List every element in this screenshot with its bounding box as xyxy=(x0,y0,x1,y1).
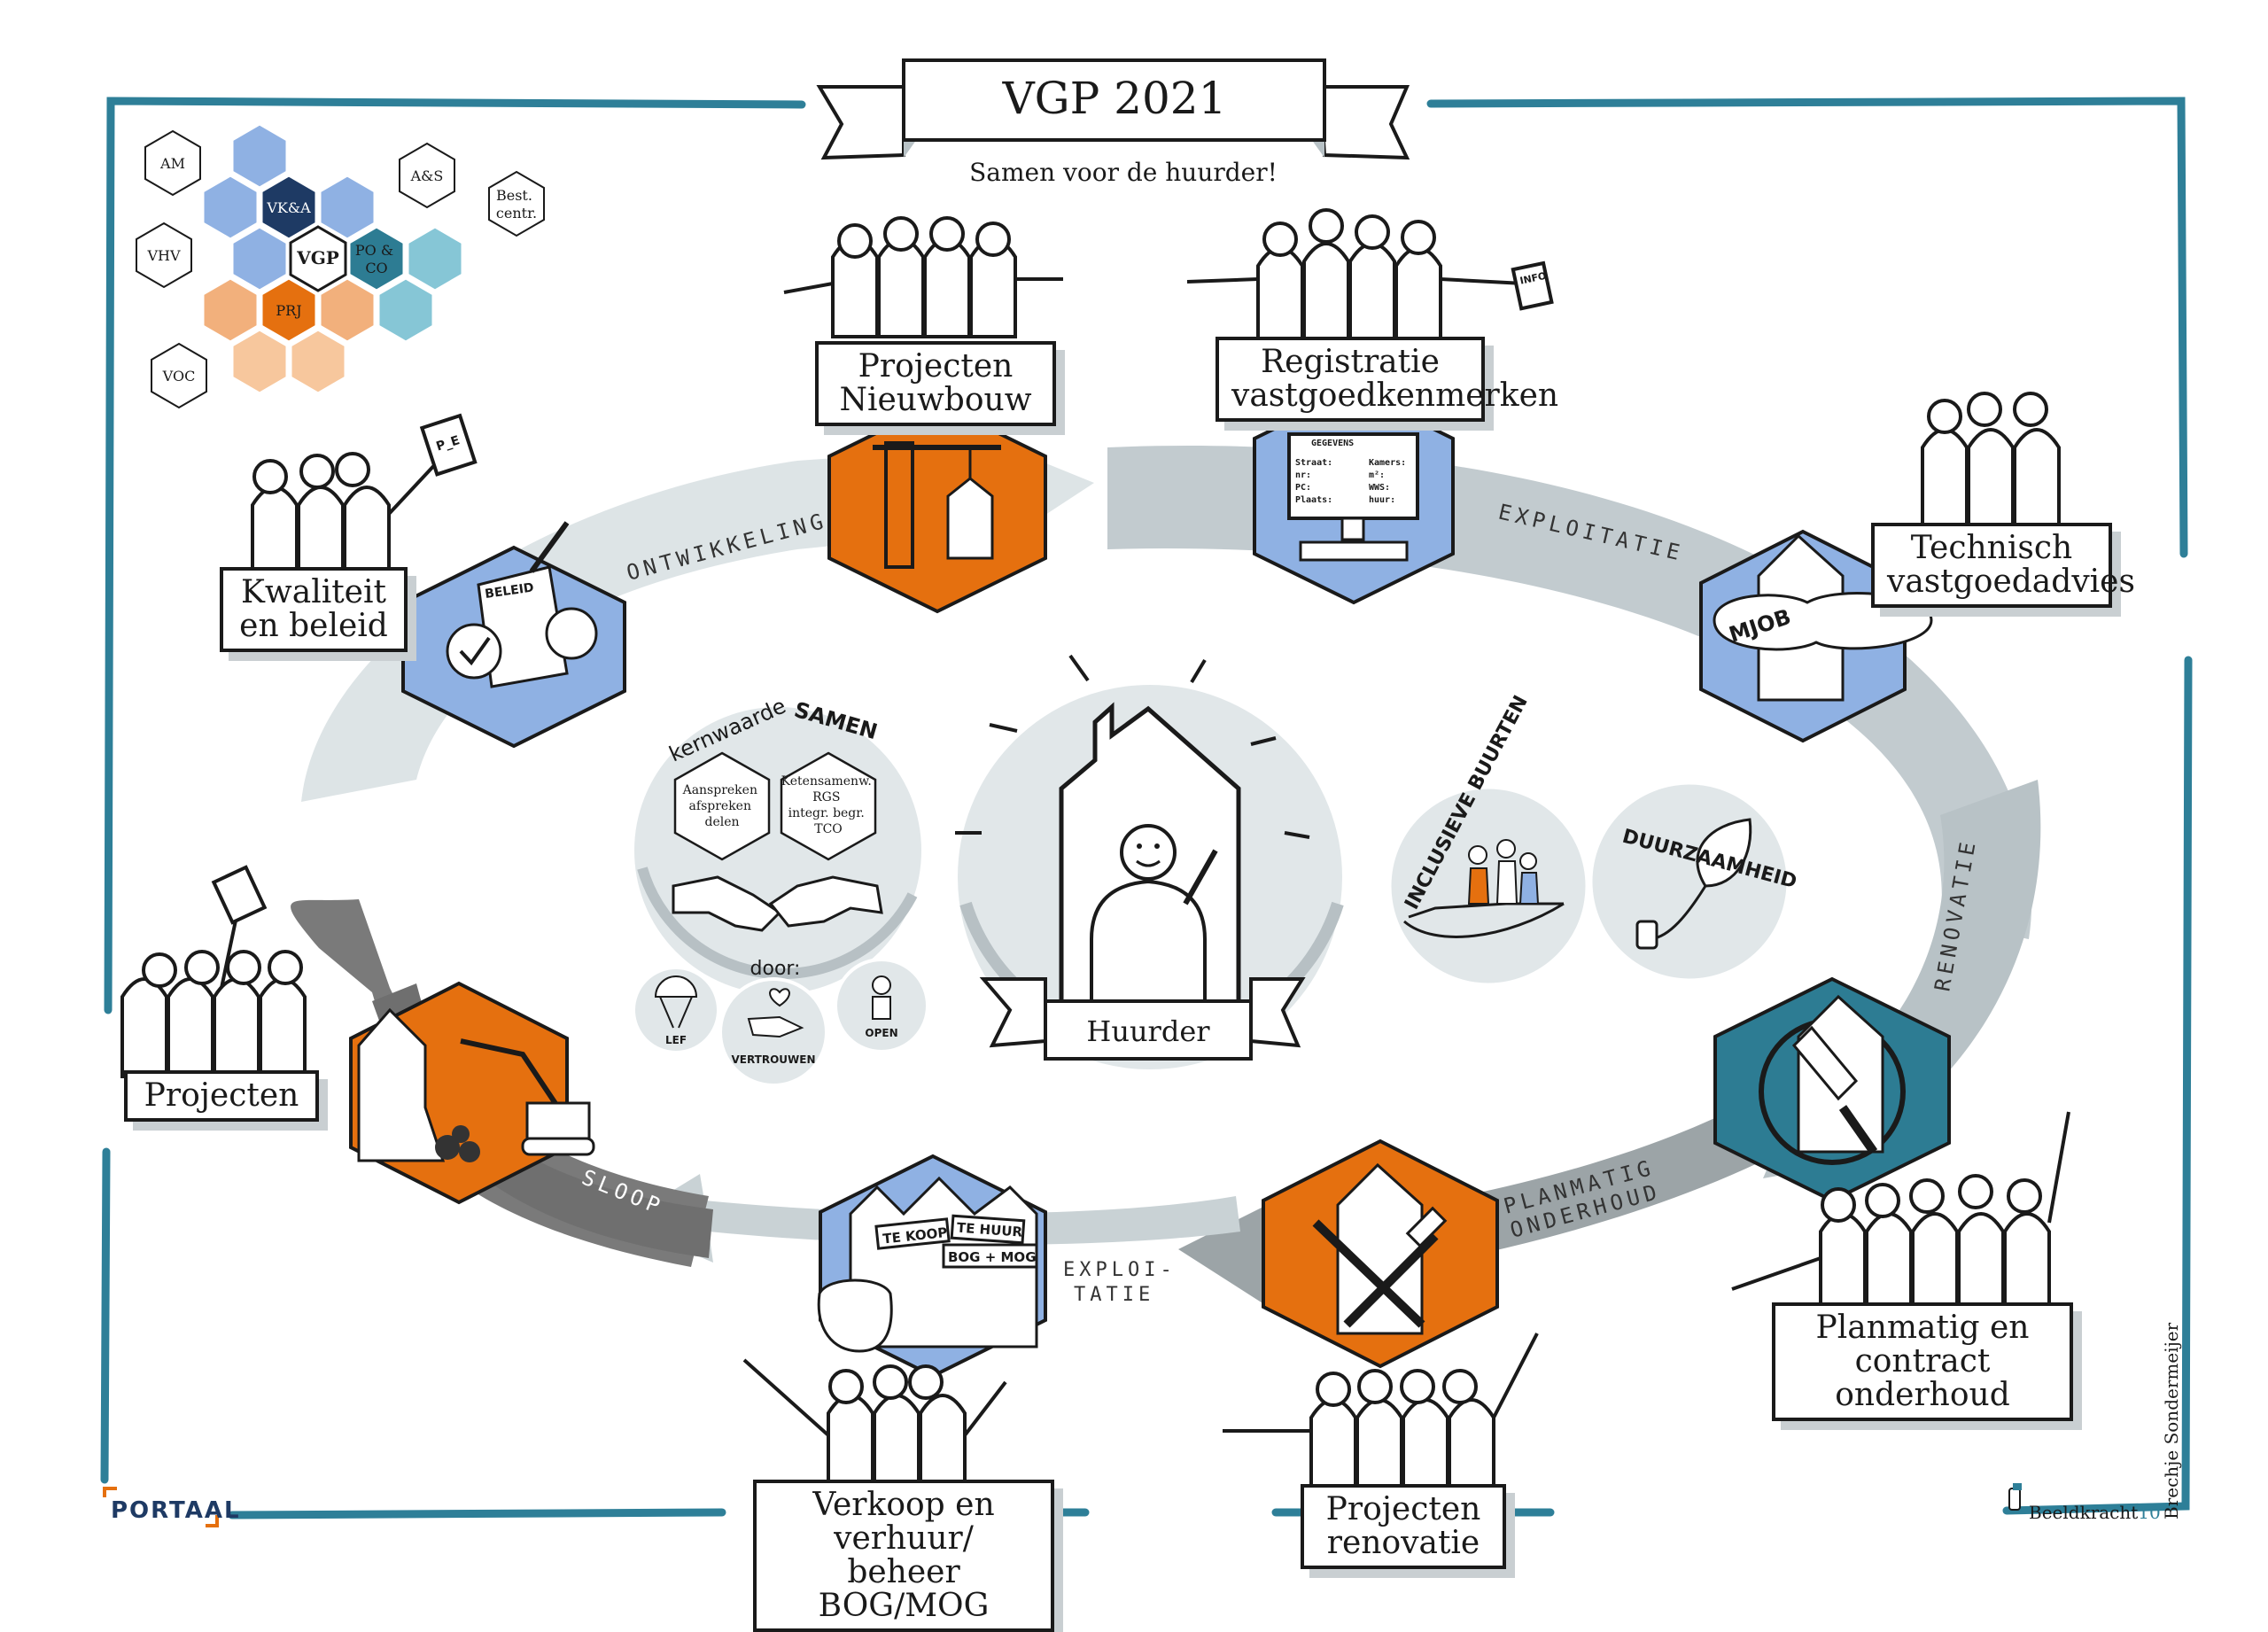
page-title: VGP 2021 xyxy=(1002,73,1227,124)
page-frame xyxy=(100,97,2193,1519)
hex-registratie xyxy=(1253,387,1455,605)
aanspreken-line-3: delen xyxy=(704,815,739,829)
people-renovatie xyxy=(1223,1333,1539,1499)
te-huur-sign: TE HUUR xyxy=(956,1220,1023,1240)
hex-renovatie-cycle xyxy=(1713,976,1951,1203)
hex-verkoop xyxy=(817,1154,1047,1379)
sparkle-lines xyxy=(955,654,1310,839)
team-label-kwaliteit: Kwaliteit en beleid xyxy=(220,567,408,652)
org-cell-am: AM xyxy=(159,155,185,172)
gegevens-right-1: Kamers: xyxy=(1369,458,1406,468)
value-circles xyxy=(632,958,929,1087)
gegevens-right-4: huur: xyxy=(1369,495,1395,505)
arrow-sloop xyxy=(291,899,709,1267)
huurder-ribbon xyxy=(979,977,1306,1061)
team-label-verkoop: Verkoop en verhuur/ beheer BOG/MOG xyxy=(753,1480,1054,1632)
org-honeycomb xyxy=(201,122,464,395)
title-banner xyxy=(816,58,1410,160)
aanspreken-line-2: afspreken xyxy=(689,799,751,813)
gegevens-right-fields: Kamers: m²: WWS: huur: xyxy=(1369,458,1411,505)
duurzaamheid-circle xyxy=(1588,780,1791,983)
hex-ketensamenwerking: Ketensamenw. RGS integr. begr. TCO xyxy=(781,774,876,836)
gegevens-title: GEGEVENS xyxy=(1311,439,1354,448)
value-lef: LEF xyxy=(665,1034,687,1046)
keten-line-1: Ketensamenw. xyxy=(781,774,872,789)
gegevens-right-3: WWS: xyxy=(1369,483,1390,493)
hex-sloop xyxy=(349,981,595,1205)
team-label-technisch: Technisch vastgoedadvies xyxy=(1871,523,2135,608)
info-paper-label: INFO xyxy=(1518,270,1547,287)
keten-line-2: RGS xyxy=(812,790,840,804)
team-label-projecten: Projecten xyxy=(124,1070,319,1122)
label-exploi-line-1: EXPLOI- xyxy=(1063,1259,1177,1281)
keten-line-4: TCO xyxy=(814,822,843,836)
people-registratie xyxy=(1186,208,1554,347)
portaal-logo-text: PORTAAL xyxy=(111,1497,241,1524)
keten-line-3: integr. begr. xyxy=(788,806,865,820)
portaal-logo xyxy=(103,1487,219,1527)
people-nieuwbouw xyxy=(783,216,1063,338)
huurder-circle xyxy=(952,654,1348,1075)
kernwaarde-circle xyxy=(629,702,927,999)
inclusieve-circle xyxy=(1386,784,1590,988)
artist-credit: Brechje Sondermeijer xyxy=(2161,1322,2182,1519)
door-label: door: xyxy=(750,958,801,980)
people-verkoop xyxy=(742,1358,1007,1490)
beeldkracht-logo xyxy=(2008,1483,2022,1511)
hex-kwaliteit xyxy=(401,521,626,749)
aanspreken-line-1: Aanspreken xyxy=(682,783,757,797)
gegevens-left-3: PC: xyxy=(1295,483,1311,493)
bog-mog-sign: BOG + MOG xyxy=(948,1249,1037,1265)
beeldkracht-name: Beeldkracht xyxy=(2029,1502,2138,1523)
gegevens-left-fields: Straat: nr: PC: Plaats: xyxy=(1295,458,1338,505)
label-exploitatie-bottom: EXPLOI- TATIE xyxy=(1063,1259,1192,1306)
arrow-renovatie xyxy=(1763,780,2041,1178)
label-exploi-line-2: TATIE xyxy=(1074,1284,1154,1306)
org-cell-prj: PRJ xyxy=(276,302,301,319)
org-cell-vgp: VGP xyxy=(296,247,339,268)
org-cell-po-co: PO & CO xyxy=(355,242,398,276)
gegevens-left-4: Plaats: xyxy=(1295,495,1332,505)
org-best-line-2: centr. xyxy=(496,205,537,221)
hex-nieuwbouw xyxy=(827,400,1047,614)
hex-aanspreken: Aanspreken afspreken delen xyxy=(682,783,762,829)
org-cell-as: A&S xyxy=(410,167,444,184)
huurder-label: Huurder xyxy=(1086,1014,1210,1048)
org-cell-best-centr: Best. centr. xyxy=(496,187,537,221)
hex-onderhoud xyxy=(1262,1139,1499,1369)
org-best-line-1: Best. xyxy=(496,187,532,204)
value-vertrouwen: VERTROUWEN xyxy=(731,1053,815,1066)
org-cell-vhv: VHV xyxy=(146,247,181,264)
org-cell-vka: VK&A xyxy=(266,199,311,216)
org-outline-hexes xyxy=(136,129,545,409)
gegevens-right-2: m²: xyxy=(1369,470,1385,480)
beeldkracht-credit: Beeldkracht10 xyxy=(2029,1502,2161,1523)
people-technisch xyxy=(1921,392,2061,533)
team-label-registratie: Registratie vastgoedkenmerken xyxy=(1216,337,1558,422)
people-projecten xyxy=(120,865,307,1078)
pe-paper-label: P_E xyxy=(434,433,461,455)
value-open: OPEN xyxy=(865,1027,897,1039)
people-planmatig xyxy=(1731,1111,2070,1313)
team-label-projecten-nieuwbouw: Projecten Nieuwbouw xyxy=(815,341,1056,426)
org-poco-line-1: PO & xyxy=(355,242,393,259)
beleid-doc-label: BELEID xyxy=(484,580,534,602)
people-kwaliteit xyxy=(251,413,478,587)
gegevens-left-1: Straat: xyxy=(1295,458,1332,468)
team-label-renovatie: Projecten renovatie xyxy=(1301,1484,1506,1569)
team-label-planmatig: Planmatig en contract onderhoud xyxy=(1772,1302,2073,1421)
org-cell-voc: VOC xyxy=(162,368,196,385)
beeldkracht-number: 10 xyxy=(2138,1502,2160,1523)
page-subtitle: Samen voor de huurder! xyxy=(969,158,1278,187)
org-poco-line-2: CO xyxy=(365,260,387,276)
gegevens-left-2: nr: xyxy=(1295,470,1311,480)
